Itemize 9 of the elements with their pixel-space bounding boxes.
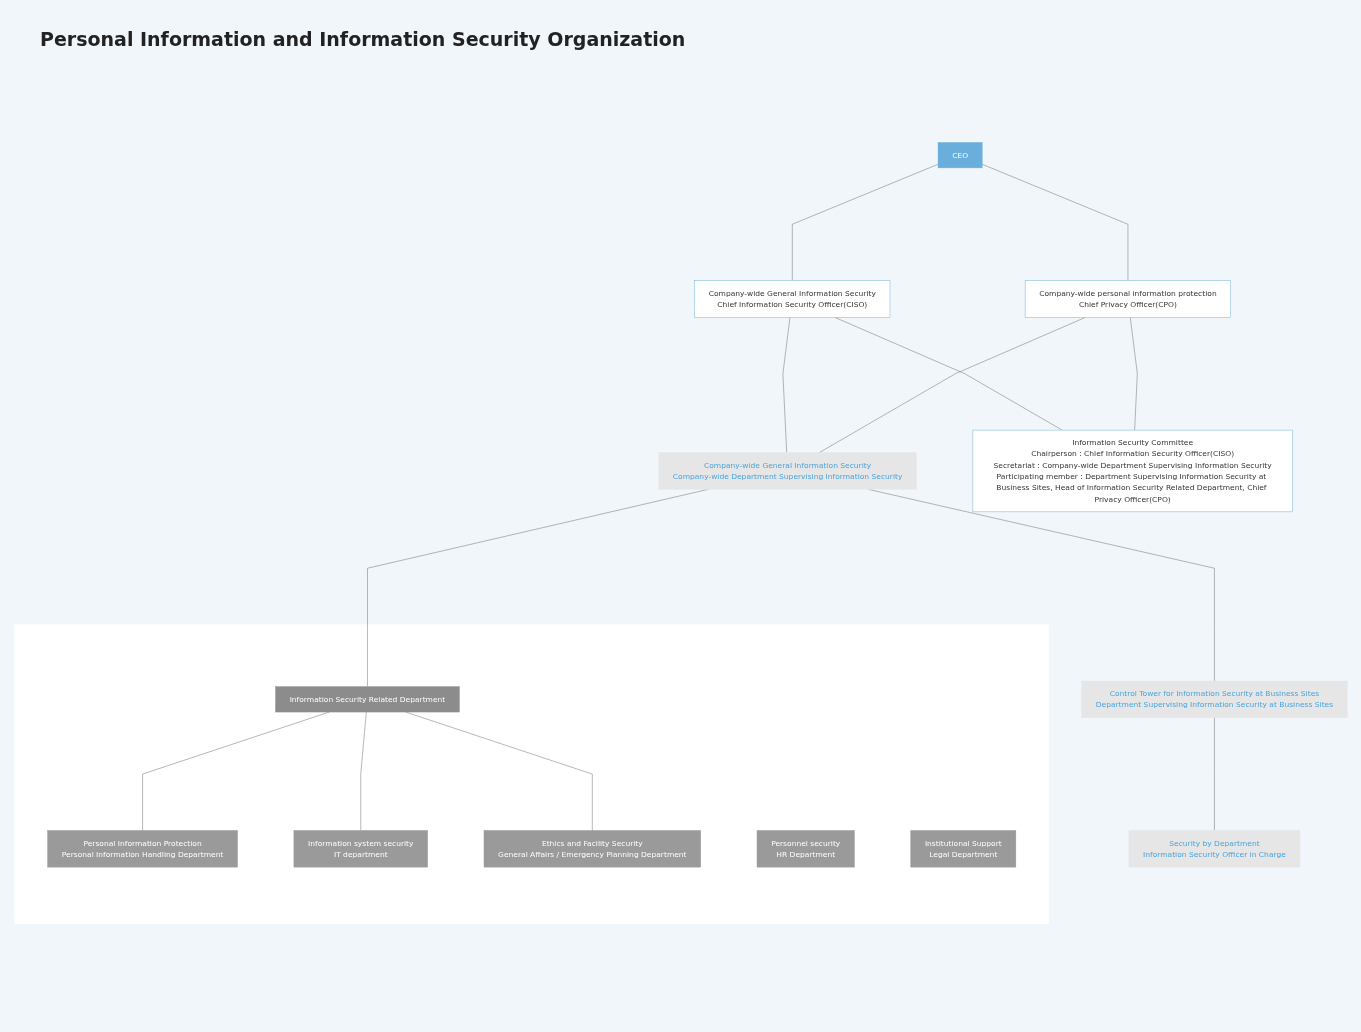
connector [782,317,790,453]
diagram-title: Personal Information and Information Security Organization [39,27,687,52]
connector [981,164,1128,281]
connector [791,164,938,281]
connector [360,711,367,831]
connector [818,317,1086,453]
connector [1213,717,1215,831]
connector [1129,317,1138,431]
cluster [14,624,1049,924]
